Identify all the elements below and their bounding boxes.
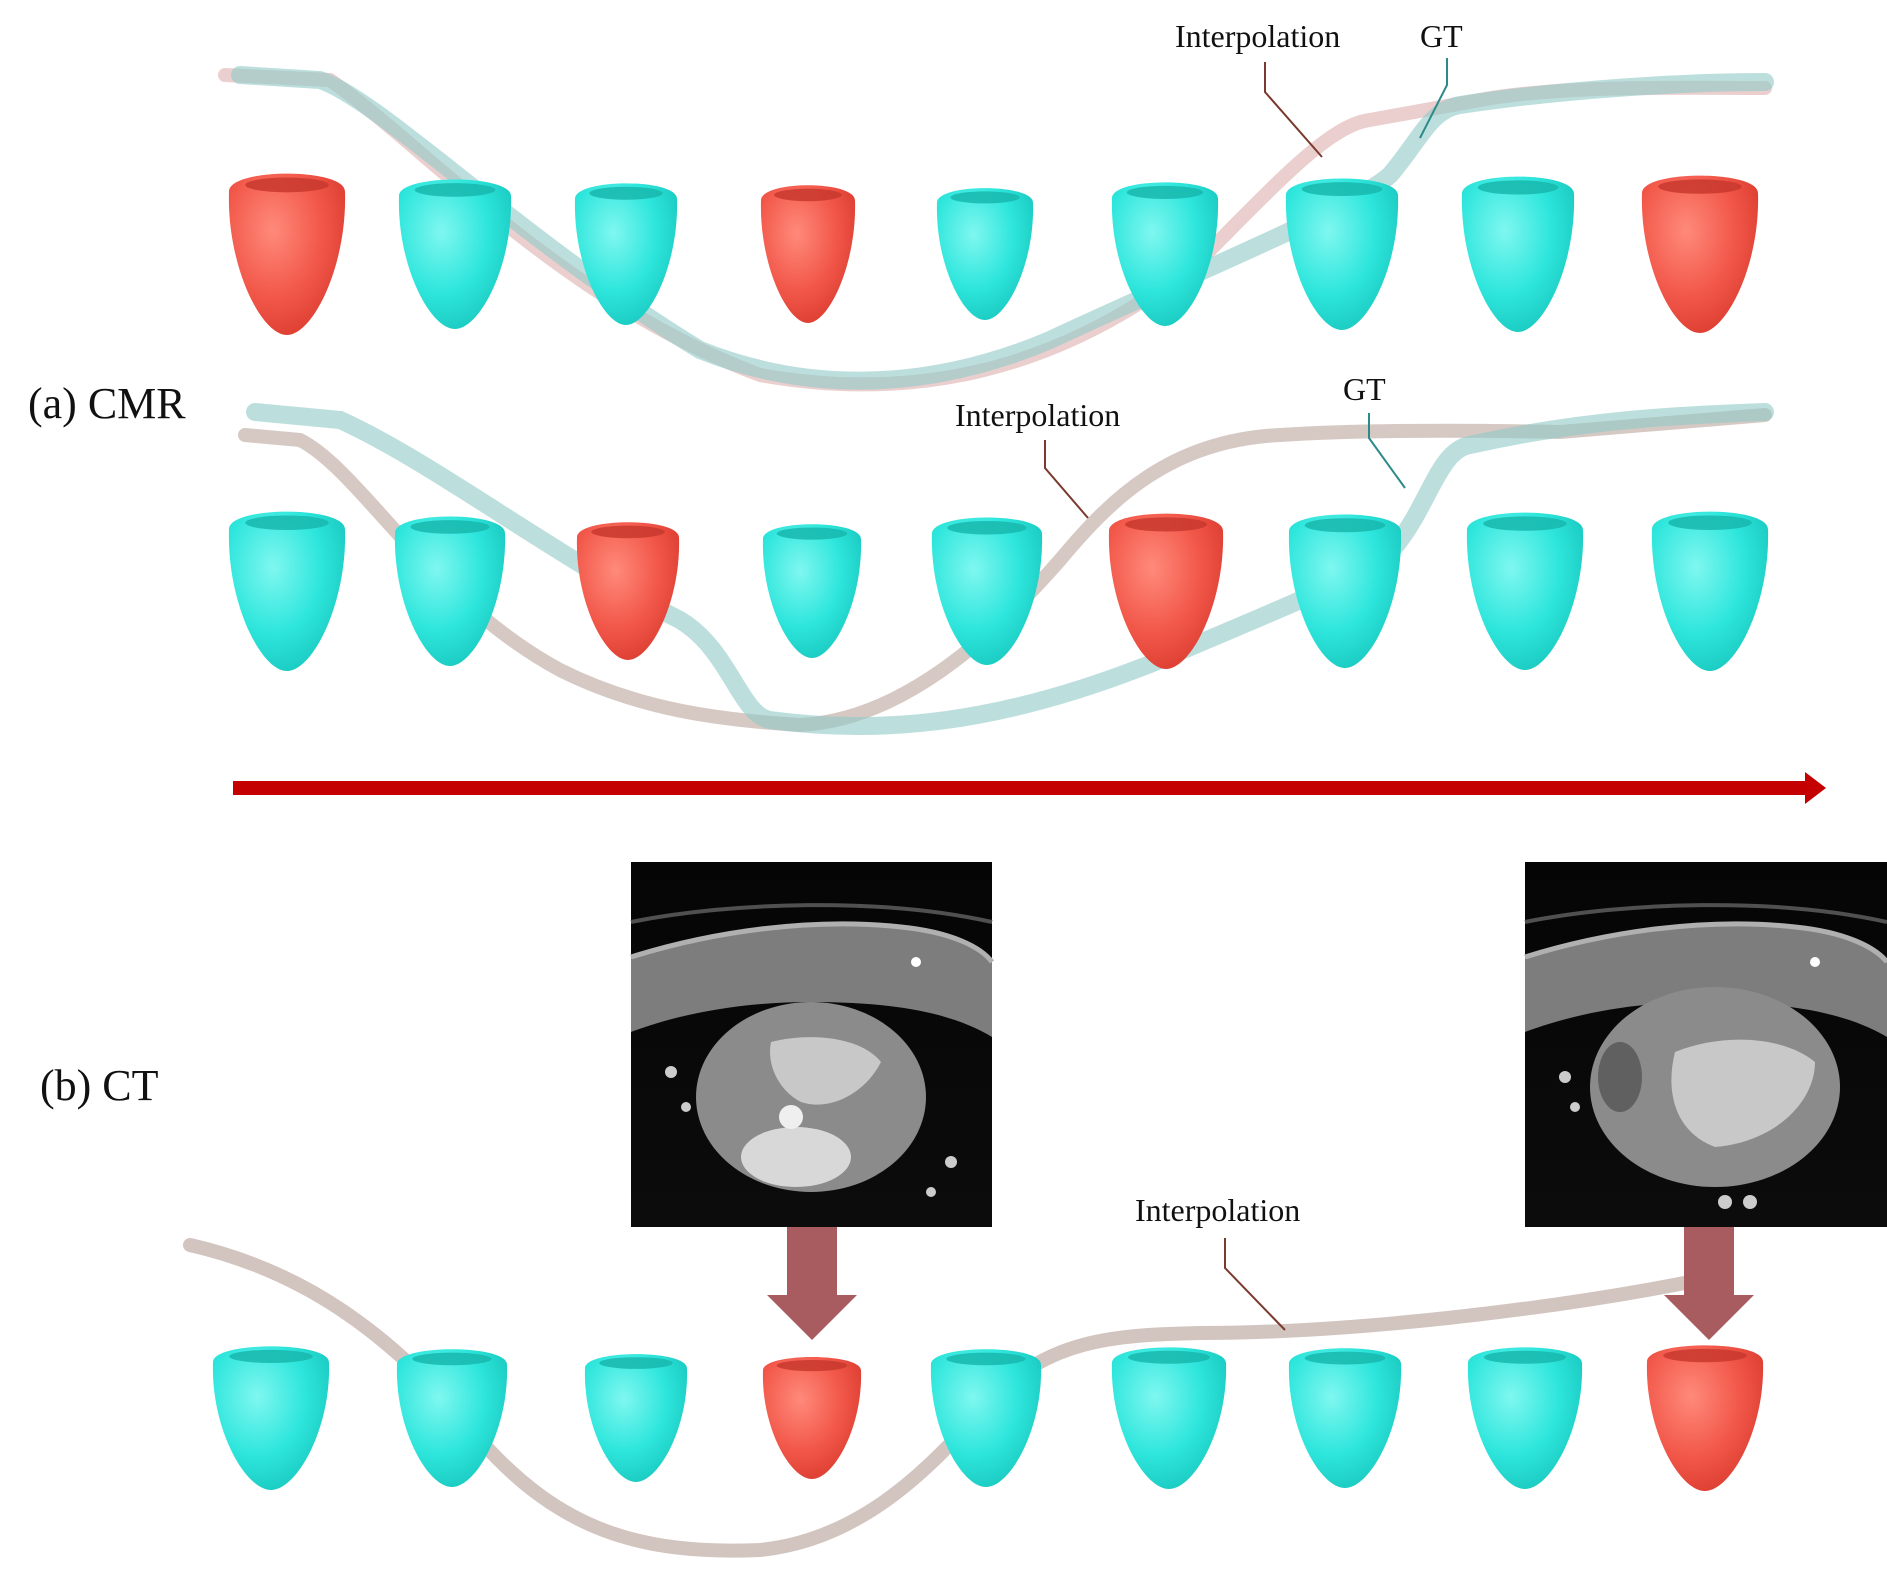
ct-scan-image-1 (630, 862, 995, 1227)
cmr-row-1-interpolated-heart-6 (1111, 182, 1219, 326)
cmr-row-1-observed-heart-4 (760, 185, 856, 323)
ct-row-interpolated-heart-3 (584, 1354, 688, 1482)
cmr-row-1-interpolated-heart-3 (574, 183, 678, 325)
cmr-row-2-interpolated-heart-4 (762, 524, 862, 658)
cmr-row1-gt-callout-line (1419, 58, 1448, 139)
cmr-row2-gt-callout-line (1368, 413, 1406, 489)
hearts-layer (212, 173, 1769, 1491)
ct-interpolation-label: Interpolation (1135, 1192, 1300, 1228)
cmr-row-2-interpolated-heart-2 (394, 516, 506, 666)
panel-label-cmr: (a) CMR (28, 379, 186, 428)
cmr-row1-interpolation-label: Interpolation (1175, 18, 1340, 54)
cmr-row-1-interpolated-heart-7 (1285, 178, 1399, 330)
cmr-row-1-interpolated-heart-5 (936, 188, 1034, 320)
panel-label-ct: (b) CT (40, 1061, 159, 1110)
cmr-row1-gt-label: GT (1420, 18, 1463, 54)
cmr-row-1-observed-heart-9 (1641, 175, 1759, 333)
ct-row-observed-heart-4 (762, 1357, 862, 1479)
ct-row-interpolated-heart-6 (1111, 1347, 1227, 1489)
ct-interpolation-callout-line (1224, 1238, 1286, 1331)
ct-row-observed-heart-9 (1646, 1345, 1764, 1491)
cmr-row-2-interpolated-heart-9 (1651, 511, 1769, 671)
cmr-row1-interpolation-callout-line (1264, 62, 1323, 158)
cmr-row1-gt-curve (231, 66, 1774, 390)
cmr-row2-interpolation-callout-line (1044, 440, 1089, 519)
cmr-row-1-interpolated-heart-8 (1461, 176, 1575, 332)
cmr-row-2-interpolated-heart-7 (1288, 514, 1402, 668)
cmr-row-2-observed-heart-6 (1108, 513, 1224, 669)
ct-scan-image-2 (1524, 862, 1887, 1227)
ct-row-interpolated-heart-7 (1288, 1348, 1402, 1488)
ct-down-arrow-1 (767, 1227, 857, 1340)
cmr-row2-gt-label: GT (1343, 371, 1386, 407)
ct-down-arrow-2 (1664, 1227, 1754, 1340)
time-arrow (233, 772, 1826, 804)
cmr-row-2-interpolated-heart-8 (1466, 512, 1584, 670)
cmr-row-2-observed-heart-3 (576, 522, 680, 660)
cmr-row-2-interpolated-heart-5 (931, 517, 1043, 665)
ct-row-interpolated-heart-1 (212, 1346, 330, 1490)
cmr-row-1-observed-heart-1 (228, 173, 346, 335)
cmr-row2-interpolation-label: Interpolation (955, 397, 1120, 433)
ct-row-interpolated-heart-8 (1467, 1347, 1583, 1489)
ct-row-interpolated-heart-5 (930, 1349, 1042, 1487)
cmr-row-1-interpolated-heart-2 (398, 179, 512, 329)
ct-row-interpolated-heart-2 (396, 1349, 508, 1487)
cmr-row-2-interpolated-heart-1 (228, 511, 346, 671)
